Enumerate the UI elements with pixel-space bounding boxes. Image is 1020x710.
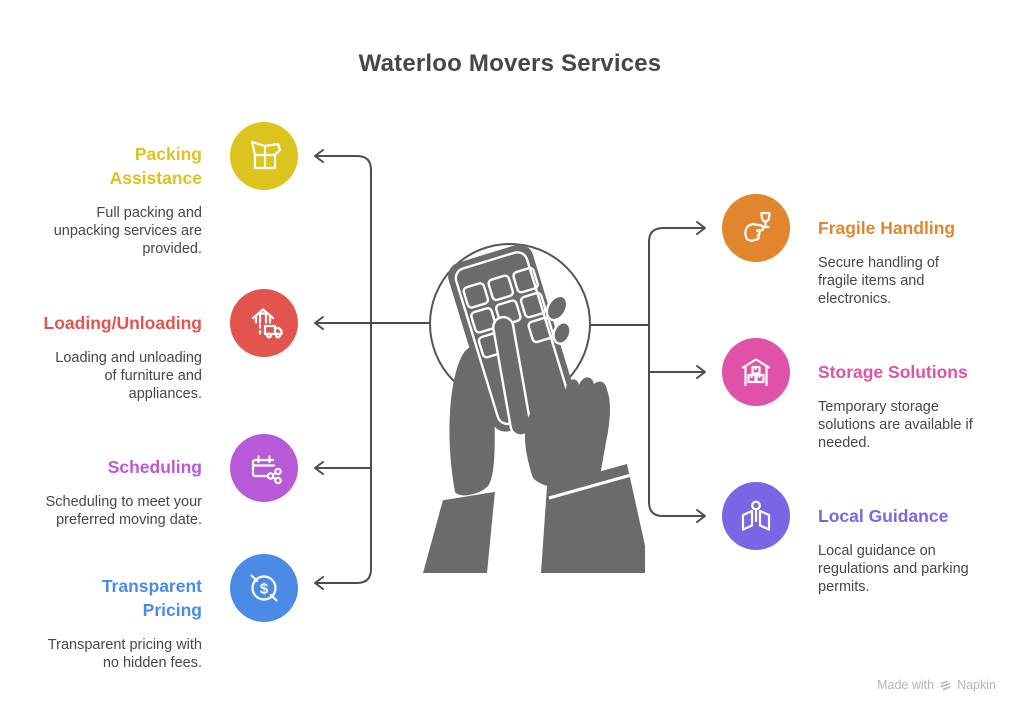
service-item-scheduling: Scheduling Scheduling to meet your prefe… xyxy=(22,455,202,529)
watermark: Made with Napkin xyxy=(877,678,996,692)
fragile-glass-hand-icon xyxy=(722,194,790,262)
service-item-loading: Loading/Unloading Loading and unloading … xyxy=(22,311,202,403)
center-circle-outline xyxy=(429,243,591,405)
dollar-coin-icon: $ xyxy=(230,554,298,622)
right-hand xyxy=(524,353,610,488)
service-desc: Full packing and unpacking services are … xyxy=(53,205,202,257)
service-title: Storage Solutions xyxy=(818,362,968,382)
watermark-prefix: Made with xyxy=(877,678,935,692)
map-pin-icon xyxy=(722,482,790,550)
service-title: Local Guidance xyxy=(818,506,949,526)
phone xyxy=(448,244,577,432)
napkin-logo-icon xyxy=(940,680,951,690)
page-title: Waterloo Movers Services xyxy=(358,50,662,77)
service-item-storage: Storage Solutions Temporary storage solu… xyxy=(818,360,1008,452)
svg-text:$: $ xyxy=(260,581,269,598)
service-desc: Scheduling to meet your preferred moving… xyxy=(45,494,202,528)
warehouse-icon xyxy=(722,338,790,406)
service-desc: Temporary storage solutions are availabl… xyxy=(818,399,973,451)
pressing-finger xyxy=(492,315,532,437)
service-item-pricing: Transparent Pricing Transparent pricing … xyxy=(22,574,202,672)
service-item-fragile: Fragile Handling Secure handling of frag… xyxy=(818,216,1008,308)
service-desc: Local guidance on regulations and parkin… xyxy=(818,543,969,595)
service-item-guidance: Local Guidance Local guidance on regulat… xyxy=(818,504,1008,596)
service-title: Transparent Pricing xyxy=(101,576,202,620)
watermark-brand: Napkin xyxy=(957,678,996,692)
hands-phone-illustration xyxy=(423,243,645,573)
service-desc: Transparent pricing with no hidden fees. xyxy=(47,637,202,671)
left-sleeve xyxy=(423,491,495,573)
left-hand xyxy=(449,344,495,496)
service-title: Scheduling xyxy=(107,457,202,477)
service-title: Fragile Handling xyxy=(818,218,956,238)
service-item-packing: Packing Assistance Full packing and unpa… xyxy=(22,142,202,258)
service-desc: Loading and unloading of furniture and a… xyxy=(55,350,202,402)
right-sleeve xyxy=(541,464,645,573)
packing-box-icon xyxy=(230,122,298,190)
service-title: Packing Assistance xyxy=(109,144,202,188)
service-desc: Secure handling of fragile items and ele… xyxy=(818,255,939,307)
calendar-share-icon xyxy=(230,434,298,502)
moving-truck-icon xyxy=(230,289,298,357)
service-title: Loading/Unloading xyxy=(43,313,202,333)
